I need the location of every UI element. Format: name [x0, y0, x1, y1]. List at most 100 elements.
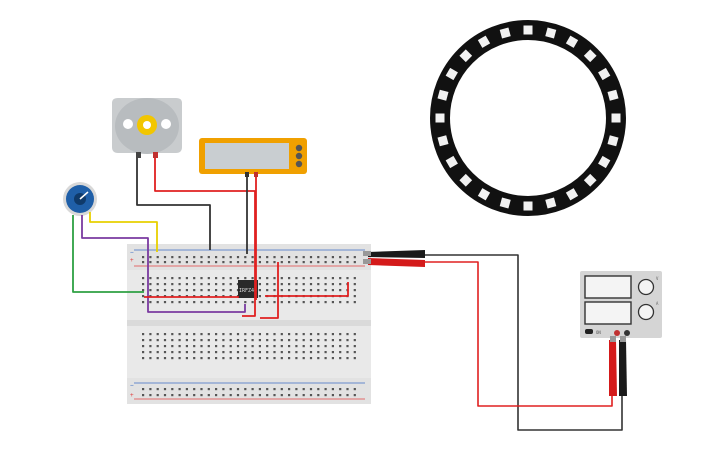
breadboard-hole[interactable]	[156, 351, 159, 354]
breadboard-hole[interactable]	[251, 357, 254, 360]
breadboard-hole[interactable]	[142, 394, 145, 397]
breadboard-hole[interactable]	[288, 277, 291, 280]
breadboard-hole[interactable]	[156, 388, 159, 391]
breadboard-hole[interactable]	[266, 283, 269, 286]
psu-positive-terminal[interactable]	[614, 330, 620, 336]
breadboard-hole[interactable]	[302, 388, 305, 391]
breadboard-hole[interactable]	[149, 277, 152, 280]
breadboard-hole[interactable]	[171, 301, 174, 304]
breadboard-hole[interactable]	[185, 388, 188, 391]
breadboard-hole[interactable]	[215, 357, 218, 360]
breadboard-hole[interactable]	[266, 261, 269, 264]
breadboard-hole[interactable]	[178, 345, 181, 348]
lcd-button-a[interactable]	[295, 144, 303, 152]
breadboard-hole[interactable]	[193, 345, 196, 348]
breadboard-hole[interactable]	[266, 333, 269, 336]
breadboard-hole[interactable]	[171, 351, 174, 354]
breadboard-hole[interactable]	[288, 357, 291, 360]
breadboard-hole[interactable]	[331, 301, 334, 304]
breadboard-hole[interactable]	[309, 345, 313, 348]
breadboard-hole[interactable]	[222, 301, 225, 304]
alligator-clip-black-psu[interactable]	[619, 336, 627, 396]
breadboard-hole[interactable]	[222, 256, 225, 259]
breadboard-hole[interactable]	[353, 351, 356, 354]
breadboard-hole[interactable]	[163, 388, 167, 391]
breadboard-hole[interactable]	[236, 277, 240, 280]
breadboard-hole[interactable]	[258, 283, 261, 286]
breadboard-hole[interactable]	[244, 345, 247, 348]
breadboard-hole[interactable]	[324, 289, 327, 292]
breadboard-hole[interactable]	[266, 301, 269, 304]
breadboard-hole[interactable]	[229, 351, 232, 354]
wire-motor-black[interactable]	[136, 158, 211, 250]
breadboard-hole[interactable]	[309, 256, 313, 259]
breadboard-hole[interactable]	[273, 289, 276, 292]
breadboard-hole[interactable]	[156, 357, 159, 360]
breadboard-hole[interactable]	[215, 261, 218, 264]
breadboard-hole[interactable]	[185, 333, 188, 336]
breadboard-hole[interactable]	[309, 394, 313, 397]
breadboard-hole[interactable]	[200, 333, 203, 336]
breadboard-hole[interactable]	[215, 388, 218, 391]
breadboard-hole[interactable]	[178, 261, 181, 264]
breadboard-hole[interactable]	[258, 339, 261, 342]
breadboard-hole[interactable]	[244, 301, 247, 304]
breadboard-hole[interactable]	[193, 388, 196, 391]
breadboard-hole[interactable]	[142, 277, 145, 280]
psu-power-switch[interactable]	[585, 329, 593, 334]
breadboard-hole[interactable]	[288, 283, 291, 286]
breadboard-hole[interactable]	[222, 388, 225, 391]
breadboard-hole[interactable]	[273, 301, 276, 304]
breadboard-hole[interactable]	[273, 345, 276, 348]
breadboard-hole[interactable]	[324, 283, 327, 286]
breadboard-hole[interactable]	[149, 256, 152, 259]
power-supply[interactable]: V A ON	[580, 271, 662, 338]
breadboard-hole[interactable]	[236, 301, 240, 304]
breadboard-hole[interactable]	[142, 301, 145, 304]
breadboard-hole[interactable]	[346, 357, 349, 360]
breadboard-hole[interactable]	[266, 289, 269, 292]
breadboard-hole[interactable]	[185, 256, 188, 259]
breadboard-hole[interactable]	[149, 339, 152, 342]
breadboard-hole[interactable]	[317, 256, 320, 259]
breadboard-hole[interactable]	[295, 289, 298, 292]
breadboard-hole[interactable]	[280, 283, 283, 286]
breadboard-hole[interactable]	[353, 339, 356, 342]
breadboard-hole[interactable]	[346, 388, 349, 391]
breadboard-hole[interactable]	[222, 351, 225, 354]
breadboard-hole[interactable]	[200, 345, 203, 348]
breadboard-hole[interactable]	[163, 277, 167, 280]
breadboard-hole[interactable]	[353, 394, 356, 397]
breadboard-hole[interactable]	[244, 357, 247, 360]
wire-psu-red[interactable]	[425, 261, 613, 407]
breadboard-hole[interactable]	[193, 351, 196, 354]
breadboard-hole[interactable]	[200, 394, 203, 397]
breadboard-hole[interactable]	[331, 351, 334, 354]
breadboard-hole[interactable]	[163, 333, 167, 336]
breadboard-hole[interactable]	[222, 357, 225, 360]
wire-pot-purple[interactable]	[81, 215, 246, 313]
breadboard-hole[interactable]	[280, 301, 283, 304]
breadboard-hole[interactable]	[339, 345, 342, 348]
breadboard-hole[interactable]	[331, 261, 334, 264]
breadboard-hole[interactable]	[207, 277, 210, 280]
breadboard-hole[interactable]	[149, 333, 152, 336]
breadboard-hole[interactable]	[339, 261, 342, 264]
breadboard-hole[interactable]	[149, 301, 152, 304]
breadboard-hole[interactable]	[185, 301, 188, 304]
breadboard-hole[interactable]	[295, 261, 298, 264]
breadboard-hole[interactable]	[258, 295, 261, 298]
breadboard-hole[interactable]	[207, 394, 210, 397]
breadboard-hole[interactable]	[339, 333, 342, 336]
breadboard-hole[interactable]	[207, 283, 210, 286]
breadboard-hole[interactable]	[288, 388, 291, 391]
breadboard-hole[interactable]	[142, 295, 145, 298]
breadboard-hole[interactable]	[207, 388, 210, 391]
breadboard-hole[interactable]	[266, 351, 269, 354]
breadboard-hole[interactable]	[178, 388, 181, 391]
breadboard-hole[interactable]	[200, 277, 203, 280]
wire-psu-black[interactable]	[425, 254, 623, 431]
breadboard-hole[interactable]	[251, 345, 254, 348]
breadboard-hole[interactable]	[331, 339, 334, 342]
breadboard-hole[interactable]	[171, 345, 174, 348]
